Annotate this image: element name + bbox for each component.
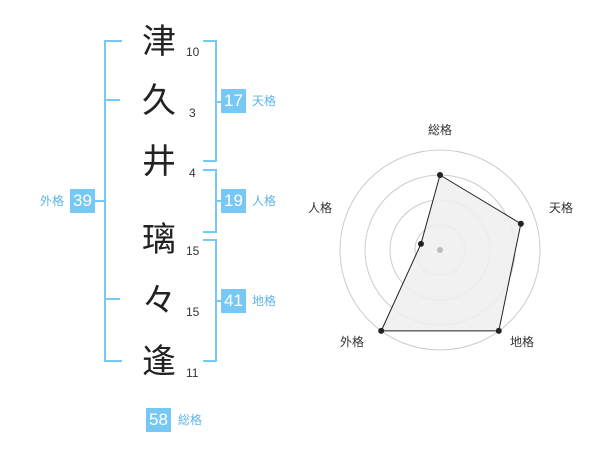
name-char-5: 々 [142, 281, 176, 321]
bracket-connector [215, 300, 221, 302]
name-char-4: 璃 [142, 220, 176, 260]
gaikaku-value: 39 [70, 189, 95, 213]
stroke-count-6: 11 [186, 366, 199, 380]
stroke-count-1: 10 [186, 45, 200, 59]
radar-point [378, 327, 385, 334]
bracket-tick [106, 298, 120, 300]
stroke-count-3: 4 [189, 166, 196, 180]
name-char-3: 井 [142, 142, 176, 182]
soukaku-label: 総格 [178, 413, 203, 427]
stroke-count-2: 3 [189, 106, 196, 120]
radar-point [417, 240, 424, 247]
radar-point [517, 220, 524, 227]
tenkaku-value: 17 [221, 89, 246, 113]
radar-axis-label: 人格 [308, 201, 333, 215]
soukaku-value: 58 [146, 408, 171, 432]
gaikaku-label: 外格 [40, 194, 65, 208]
chikaku-label: 地格 [252, 294, 277, 308]
radar-point [437, 172, 443, 178]
radar-axis-label: 地格 [510, 335, 535, 349]
radar-axis-label: 外格 [340, 335, 365, 349]
jinkaku-value: 19 [221, 189, 246, 213]
radar-grid-ring [339, 149, 541, 351]
name-char-2: 久 [142, 81, 176, 121]
jinkaku-label: 人格 [252, 194, 277, 208]
name-char-6: 逢 [142, 342, 176, 382]
name-char-1: 津 [142, 22, 176, 62]
gaikaku-bracket [104, 40, 122, 362]
bracket-connector [215, 200, 221, 202]
stroke-count-5: 15 [186, 305, 200, 319]
tenkaku-label: 天格 [252, 94, 277, 108]
bracket-connector [90, 200, 104, 202]
bracket-tick [106, 99, 120, 101]
bracket-connector [215, 101, 221, 103]
radar-series-polygon [380, 174, 522, 332]
stroke-count-4: 15 [186, 244, 200, 258]
radar-point [495, 327, 502, 334]
radar-axis-label: 総格 [428, 123, 453, 137]
radar-center-dot [437, 247, 443, 253]
radar-axis-label: 天格 [549, 201, 574, 215]
chikaku-value: 41 [221, 289, 246, 313]
